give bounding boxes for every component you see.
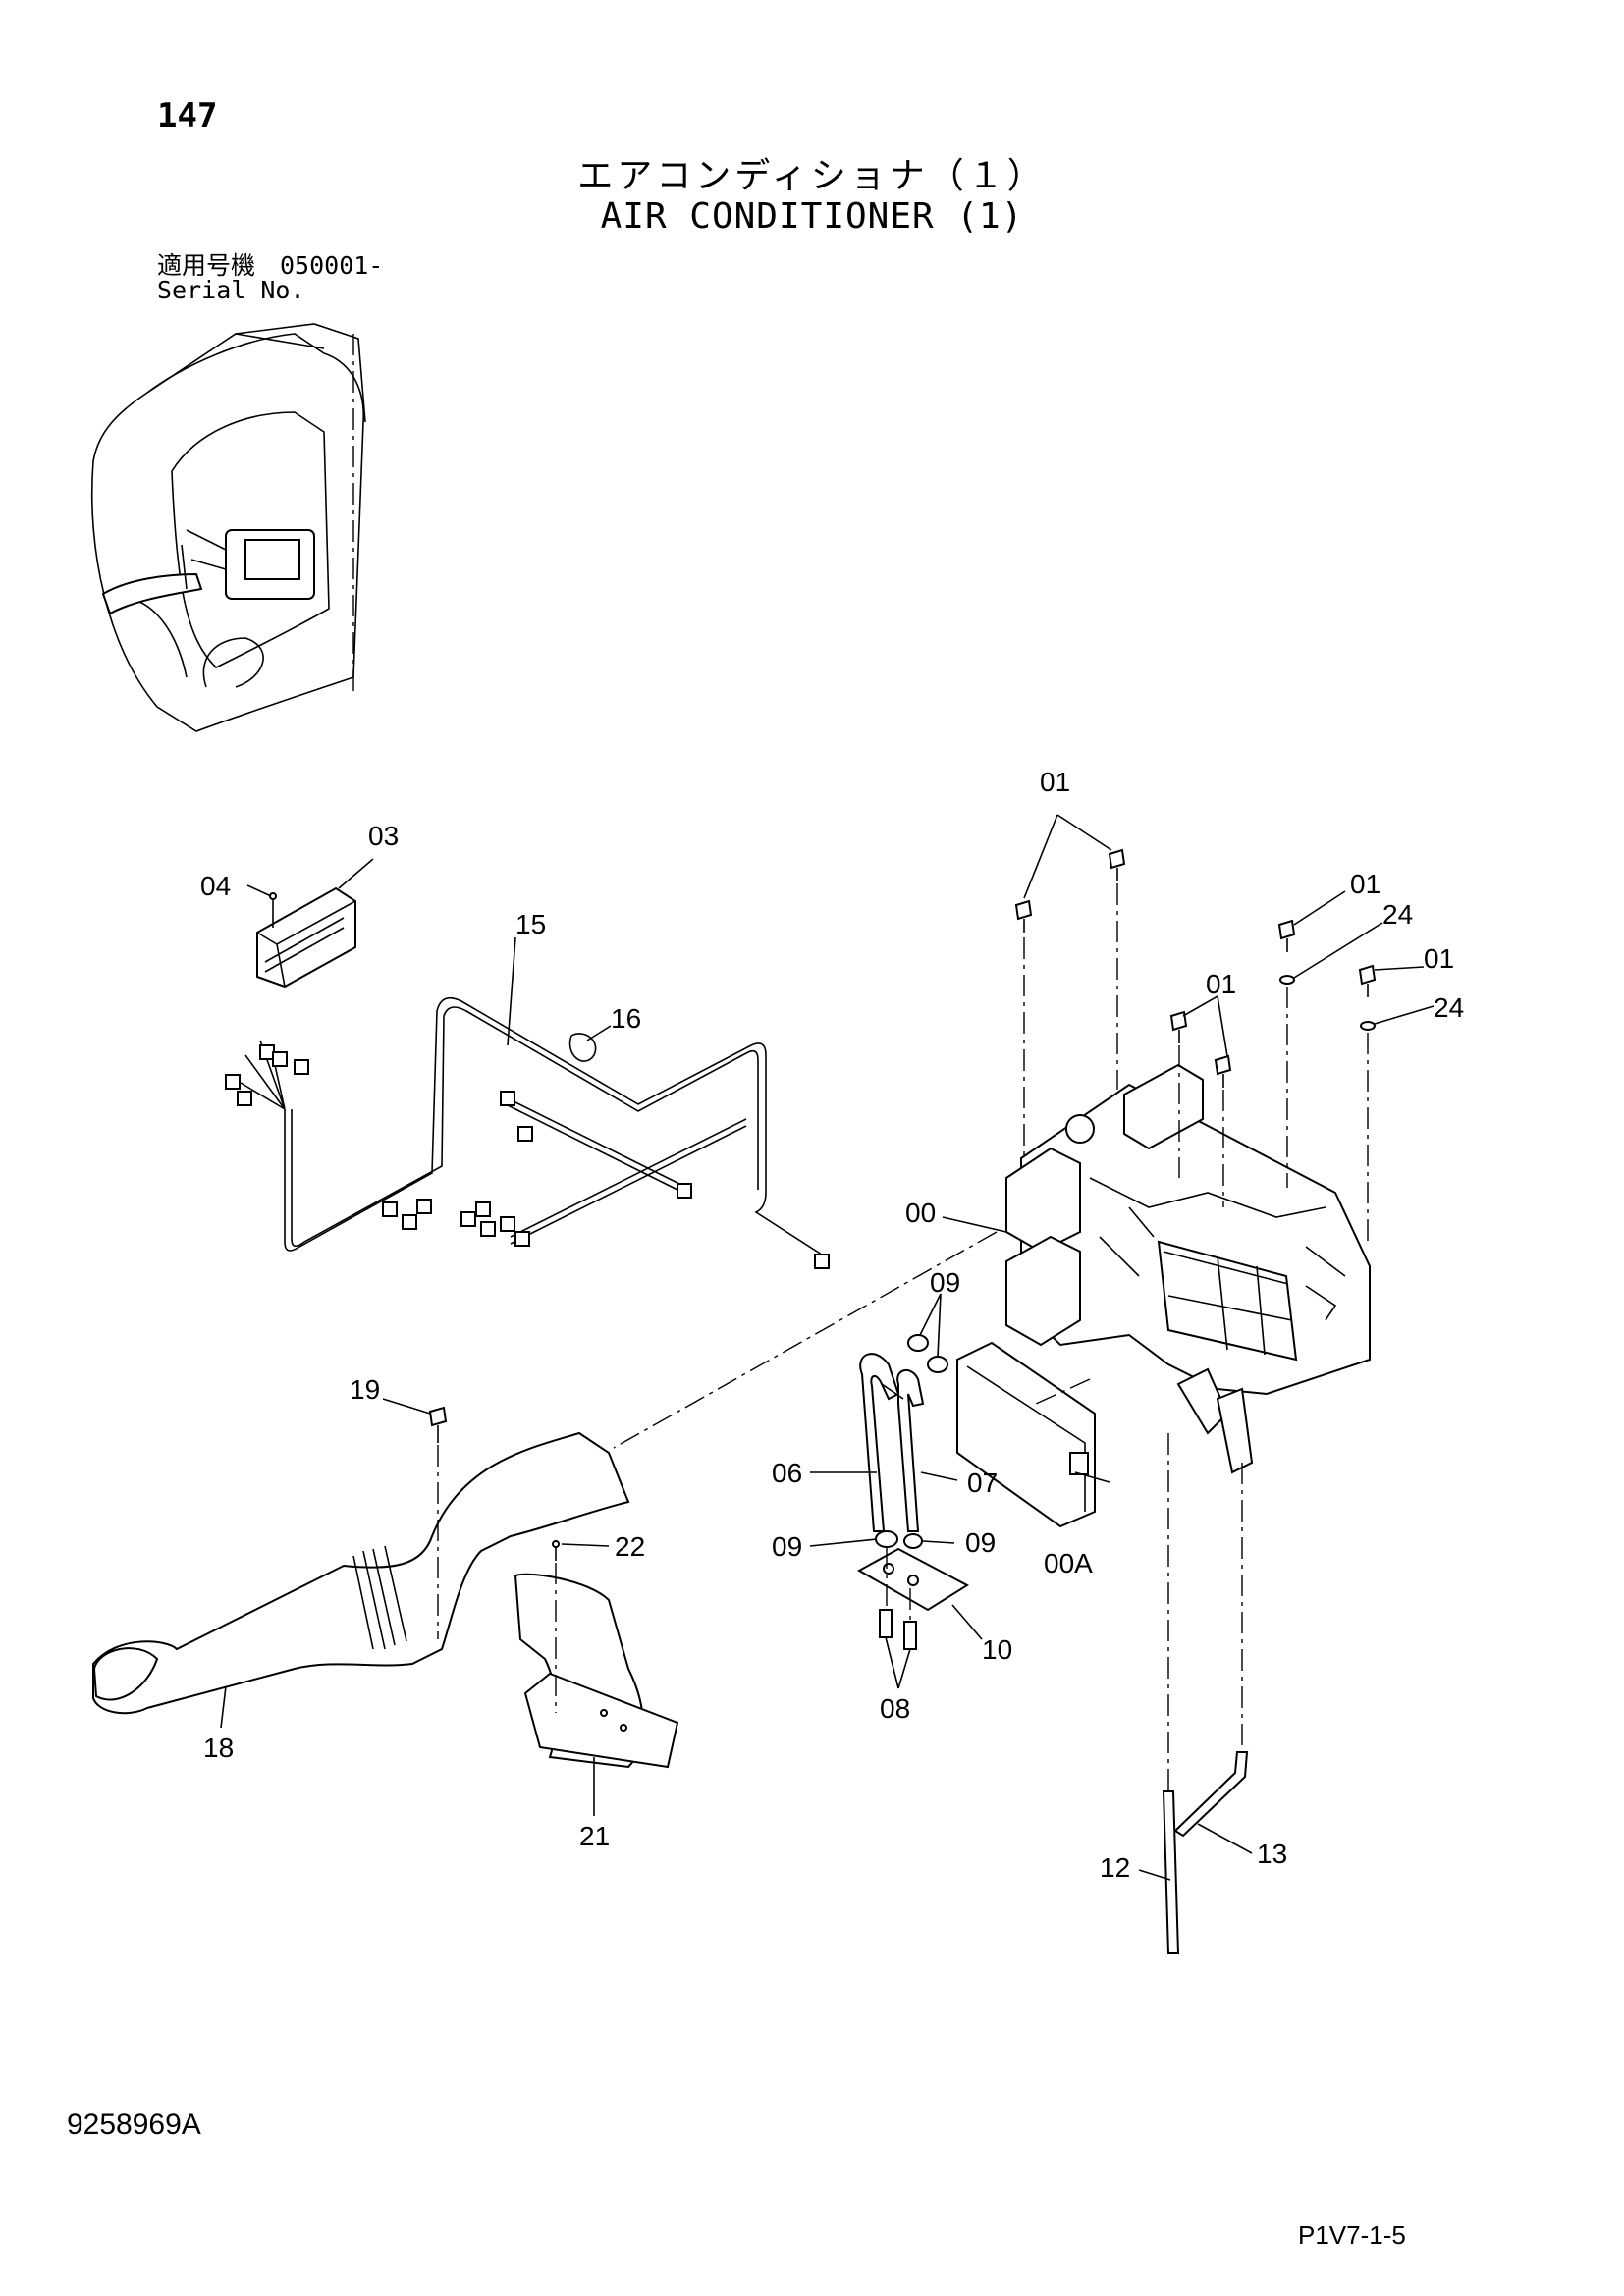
callout-08: 08	[880, 1693, 910, 1724]
callout-22: 22	[615, 1531, 645, 1562]
serial-english: Serial No.	[157, 276, 305, 304]
callout-00: 00	[905, 1198, 936, 1228]
screws-19-22	[428, 1406, 560, 1561]
air-conditioner-unit-00	[1005, 1063, 1371, 1474]
callout-24: 24	[1382, 899, 1413, 930]
page-number: 147	[157, 96, 218, 135]
callout-13: 13	[1257, 1839, 1287, 1869]
leader-lines	[220, 814, 1435, 1881]
callout-09: 09	[930, 1267, 960, 1298]
callout-04: 04	[200, 871, 231, 901]
cab-overview-illustration	[90, 323, 366, 732]
controller-unit-03	[256, 886, 356, 988]
callout-10: 10	[982, 1634, 1012, 1665]
callout-15: 15	[515, 909, 546, 939]
callout-12: 12	[1100, 1852, 1130, 1883]
callout-00A: 00A	[1044, 1548, 1093, 1578]
bolts-01-washers-24	[1014, 848, 1377, 1088]
callout-01: 01	[1206, 969, 1236, 999]
callout-01: 01	[1350, 869, 1380, 899]
callout-03: 03	[368, 821, 399, 851]
callout-18: 18	[203, 1733, 234, 1763]
duct-18	[92, 1431, 630, 1715]
callout-01: 01	[1424, 943, 1454, 974]
callout-09: 09	[772, 1531, 802, 1562]
page-title-english: AIR CONDITIONER (1)	[600, 196, 1024, 237]
drain-tubes-12-13	[1162, 1751, 1249, 1954]
page-code: P1V7-1-5	[1298, 2220, 1406, 2250]
serial-japanese: 適用号機 050001-	[157, 251, 384, 280]
serial-info: 適用号機 050001- Serial No.	[157, 253, 383, 302]
wire-harness-15	[225, 996, 830, 1269]
callout-07: 07	[967, 1468, 998, 1498]
page-title-japanese: エアコンディショナ（１）	[577, 156, 1047, 196]
filter-panel-00A	[956, 1341, 1096, 1528]
callout-21: 21	[579, 1821, 610, 1851]
document-number: 9258969A	[67, 2109, 201, 2141]
callout-labels: 01 01 24 01 01 24 03 04 15 16 00 09 19 0…	[200, 767, 1464, 1883]
callout-16: 16	[611, 1003, 641, 1034]
plate-10	[856, 1547, 970, 1612]
callout-06: 06	[772, 1458, 802, 1488]
callout-01: 01	[1040, 767, 1070, 797]
vent-21	[514, 1573, 679, 1769]
callout-24: 24	[1434, 992, 1464, 1023]
drain-hoses-06-07	[859, 1353, 925, 1532]
alignment-lines	[437, 883, 1369, 1791]
callout-19: 19	[350, 1374, 380, 1405]
callout-09: 09	[965, 1527, 996, 1558]
